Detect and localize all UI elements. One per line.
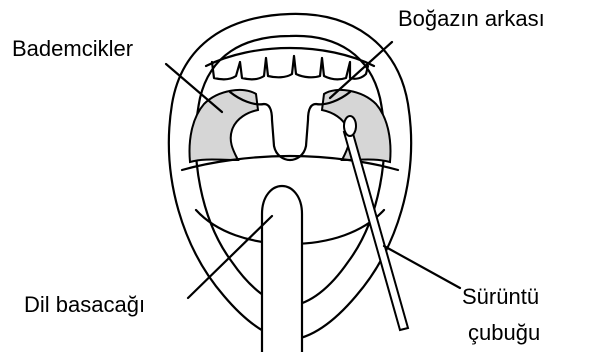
upper-teeth	[212, 56, 368, 79]
leader-throat-back	[330, 42, 392, 98]
tongue-depressor	[262, 186, 302, 352]
label-throat-back: Boğazın arkası	[398, 6, 545, 32]
leader-tongue-depressor	[188, 216, 272, 298]
label-tongue-depressor: Dil basacağı	[24, 292, 145, 318]
soft-palate-uvula	[230, 92, 350, 160]
swab-tip	[344, 116, 356, 136]
label-swab-line1: Sürüntü	[462, 284, 539, 310]
label-tonsils: Bademcikler	[12, 36, 133, 62]
label-swab-line2: çubuğu	[468, 320, 540, 346]
